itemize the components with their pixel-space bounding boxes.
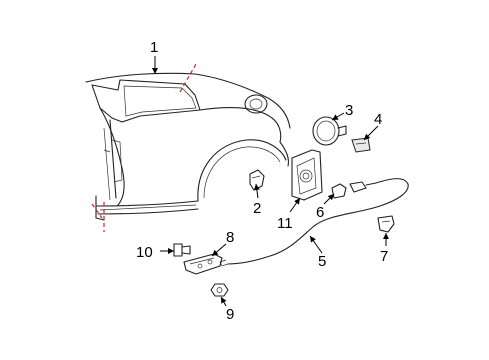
leader-4: [363, 125, 379, 141]
leader-2: [253, 183, 260, 199]
bolt-part-10: [173, 243, 191, 257]
callout-3: 3: [345, 102, 353, 119]
grommet-part-7: [377, 215, 395, 233]
cut-line-bottom-left: [91, 203, 103, 219]
actuator-part-6: [331, 181, 377, 199]
callout-11: 11: [277, 215, 293, 232]
hinge-part-4: [351, 137, 371, 153]
nut-part-9: [210, 283, 229, 297]
callout-2: 2: [253, 200, 261, 217]
callout-10: 10: [136, 244, 153, 261]
fuel-door-housing-part-11: [291, 149, 323, 201]
leader-6: [323, 193, 335, 205]
cut-line-top: [179, 63, 197, 93]
release-lever-part-8: [183, 253, 223, 275]
callout-6: 6: [316, 204, 324, 221]
leader-8: [211, 243, 227, 257]
bracket-part-2: [249, 169, 265, 191]
leader-9: [220, 296, 227, 307]
leader-11: [289, 197, 301, 213]
callout-5: 5: [318, 253, 326, 270]
callout-1: 1: [150, 39, 158, 56]
quarter-panel: [85, 72, 291, 221]
leader-5: [309, 235, 323, 254]
callout-9: 9: [226, 306, 234, 323]
callout-4: 4: [374, 111, 382, 128]
callout-8: 8: [226, 229, 234, 246]
leader-3: [331, 112, 345, 121]
fuel-door-part-3: [312, 116, 347, 146]
callout-7: 7: [380, 248, 388, 265]
